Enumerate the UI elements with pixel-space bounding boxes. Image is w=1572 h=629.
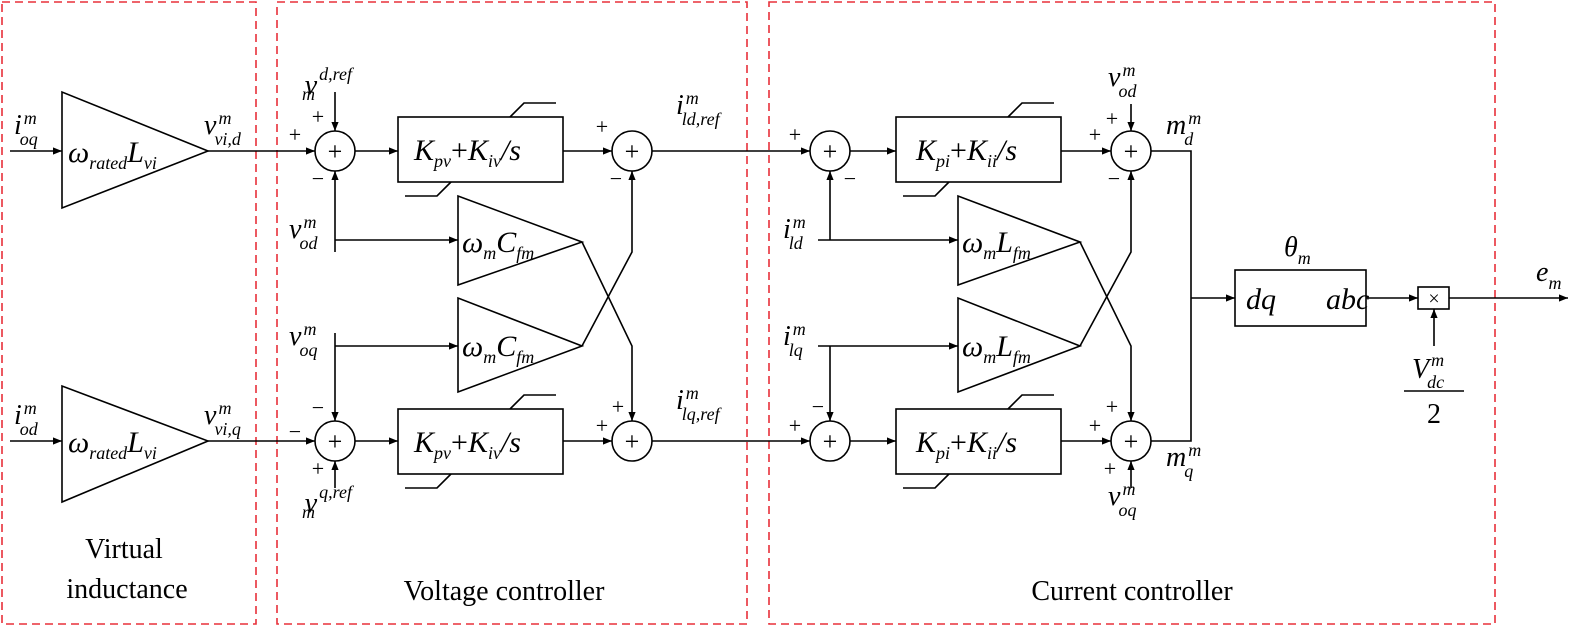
abc-label: abc	[1326, 283, 1369, 316]
plus-sign: +	[596, 114, 608, 139]
pi-current-label: Kpi+Kii/s	[915, 426, 1017, 463]
voltage-controller-frame	[276, 1, 748, 625]
plus-sign: +	[1106, 394, 1118, 419]
virtual-gain-q-block	[61, 384, 211, 504]
cf-gain-label: ωmCfm	[462, 330, 534, 367]
sum-modulation-d	[1110, 130, 1152, 172]
lf-gain-label: ωmLfm	[962, 330, 1031, 367]
minus-sign: −	[844, 166, 856, 191]
plus-sign: +	[289, 122, 301, 147]
sum-symbol: +	[1124, 137, 1139, 166]
signal-e-m: em	[1536, 257, 1561, 293]
plus-sign: +	[1106, 106, 1118, 131]
sum-symbol: +	[625, 137, 640, 166]
pi-current-label: Kpi+Kii/s	[915, 134, 1017, 171]
sum-current-ref-q	[611, 420, 653, 462]
lf-gain-q-block	[957, 296, 1083, 394]
dq-abc-transform-block	[1234, 269, 1367, 327]
plus-sign: +	[789, 413, 801, 438]
virtual-gain-label: ωratedLvi	[68, 136, 157, 173]
sum-voltage-error-d	[314, 130, 356, 172]
sum-symbol: +	[328, 427, 343, 456]
lf-gain-d-block	[957, 194, 1083, 287]
sum-symbol: +	[328, 137, 343, 166]
sum-symbol: +	[823, 427, 838, 456]
plus-sign: +	[312, 104, 324, 129]
minus-sign: −	[812, 394, 824, 419]
pi-current-q-block	[895, 408, 1062, 475]
plus-sign: +	[1089, 413, 1101, 438]
sum-modulation-q	[1110, 420, 1152, 462]
virtual-inductance-frame	[1, 1, 257, 625]
sum-voltage-error-q	[314, 420, 356, 462]
sum-current-error-d	[809, 130, 851, 172]
minus-sign: −	[312, 395, 324, 420]
pi-current-d-block	[895, 116, 1062, 183]
sum-symbol: +	[625, 427, 640, 456]
cf-gain-d-block	[457, 194, 585, 287]
dq-label: dq	[1246, 283, 1276, 316]
current-controller-frame	[768, 1, 1496, 625]
sum-current-ref-d	[611, 130, 653, 172]
minus-sign: −	[289, 419, 301, 444]
plus-sign: +	[789, 122, 801, 147]
sum-symbol: +	[1124, 427, 1139, 456]
minus-sign: −	[610, 166, 622, 191]
section-title-inductance: inductance	[66, 574, 187, 605]
section-title-voltage-controller: Voltage controller	[404, 576, 606, 607]
plus-sign: +	[1089, 122, 1101, 147]
pi-voltage-q-block	[397, 408, 564, 475]
minus-sign: −	[1108, 166, 1120, 191]
virtual-gain-label: ωratedLvi	[68, 426, 157, 463]
section-title-virtual: Virtual	[85, 534, 163, 565]
plus-sign: +	[1104, 456, 1116, 481]
sum-symbol: +	[823, 137, 838, 166]
sum-current-error-q	[809, 420, 851, 462]
pi-voltage-label: Kpv+Kiv/s	[413, 426, 521, 463]
cf-gain-q-block	[457, 296, 585, 394]
signal-theta: θm	[1284, 232, 1311, 268]
multiplier-block	[1417, 286, 1450, 310]
pi-voltage-label: Kpv+Kiv/s	[413, 134, 521, 171]
plus-sign: +	[596, 413, 608, 438]
lf-gain-label: ωmLfm	[962, 226, 1031, 263]
multiplier-symbol: ×	[1428, 288, 1439, 310]
plus-sign: +	[612, 394, 624, 419]
plus-sign: +	[312, 456, 324, 481]
v-dc-denominator: 2	[1427, 399, 1441, 430]
section-title-current-controller: Current controller	[1031, 576, 1233, 607]
minus-sign: −	[312, 166, 324, 191]
pi-voltage-d-block	[397, 116, 564, 183]
virtual-gain-d-block	[61, 90, 211, 210]
cf-gain-label: ωmCfm	[462, 226, 534, 263]
